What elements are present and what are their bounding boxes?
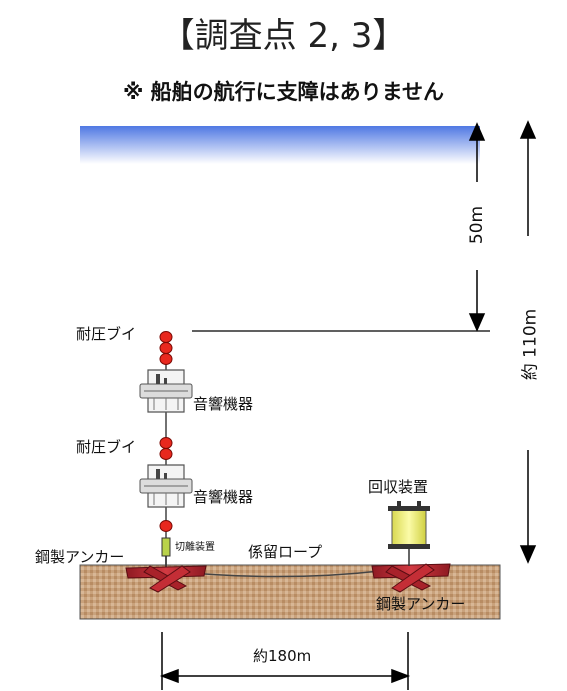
dimension-110m: 約 110m	[520, 308, 541, 381]
release-device	[161, 537, 171, 557]
page-title: 【調査点 2, 3】	[160, 16, 407, 56]
label-acoustic-instrument-upper: 音響機器	[193, 395, 254, 413]
label-pressure-buoy-upper: 耐圧ブイ	[76, 325, 137, 343]
span-180m-arrow	[159, 632, 411, 690]
label-release-device: 切離装置	[175, 542, 215, 553]
depth-110m-arrow	[519, 120, 537, 564]
acoustic-instrument-lower	[139, 464, 193, 508]
acoustic-instrument-upper	[139, 369, 193, 413]
label-pressure-buoy-lower: 耐圧ブイ	[76, 438, 137, 456]
pressure-buoy-lower	[159, 437, 173, 460]
recovery-device	[388, 501, 430, 566]
label-recovery-device: 回収装置	[368, 478, 429, 496]
pressure-buoy-upper	[159, 331, 173, 365]
navigation-notice: ※ 船舶の航行に支障はありません	[122, 80, 445, 104]
sea-surface	[80, 126, 480, 164]
label-steel-anchor-left: 鋼製アンカー	[35, 548, 125, 566]
mooring-rope	[179, 569, 389, 578]
dimension-180m: 約180m	[253, 647, 312, 665]
label-mooring-rope: 係留ロープ	[248, 543, 323, 561]
depth-50m-arrow	[468, 122, 486, 332]
steel-anchor-left	[125, 556, 207, 593]
label-steel-anchor-right: 鋼製アンカー	[376, 595, 466, 613]
dimension-50m: 50m	[467, 205, 487, 245]
label-acoustic-instrument-lower: 音響機器	[193, 488, 254, 506]
steel-anchor-right	[371, 563, 451, 593]
release-float	[159, 520, 173, 532]
